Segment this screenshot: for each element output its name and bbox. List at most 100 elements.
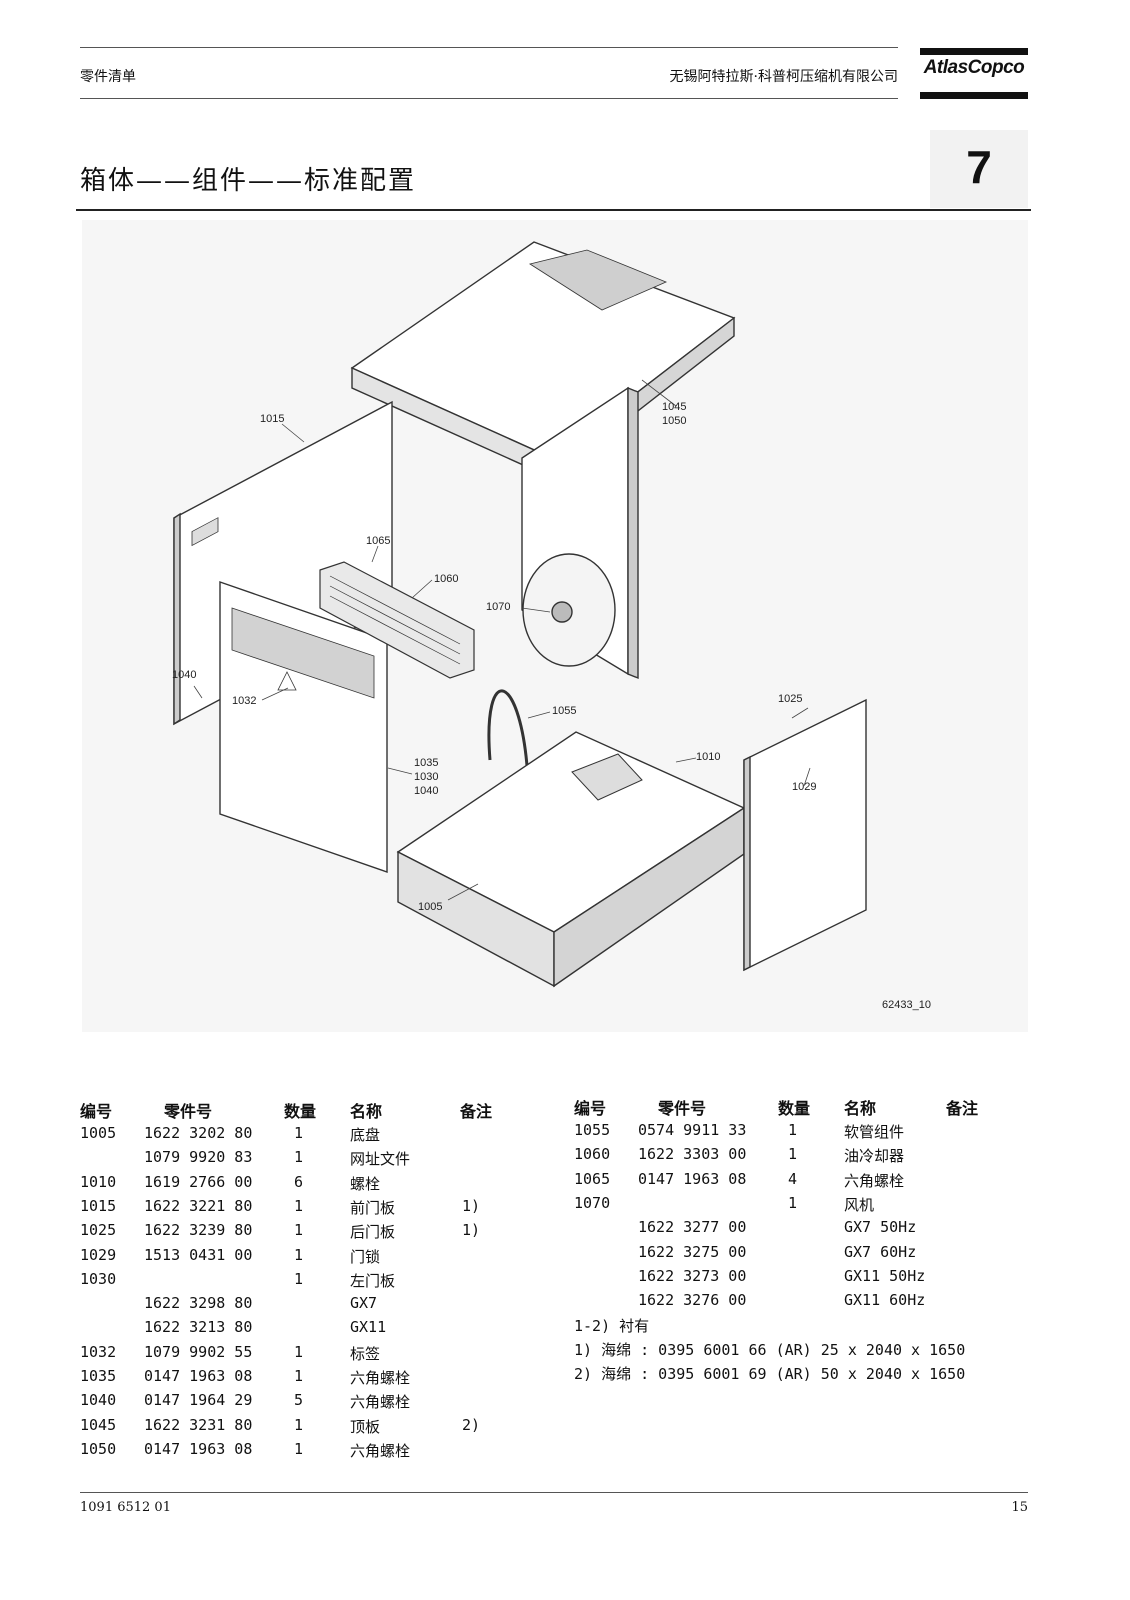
title-rule [76,209,1031,211]
cell-qty: 1 [294,1342,304,1361]
company-name: 无锡阿特拉斯·科普柯压缩机有限公司 [669,69,898,85]
header-qty: 数量 [284,1102,317,1121]
callout-1035: 1035 [414,757,438,769]
cell-part: 1619 2766 00 [144,1172,253,1191]
hose-shape [487,689,530,781]
header-name: 名称 [844,1099,877,1118]
cell-part: 1079 9902 55 [144,1342,253,1361]
cell-part: 1622 3273 00 [638,1266,747,1285]
header-no: 编号 [574,1099,607,1118]
cell-name: 标签 [350,1344,381,1363]
cell-no: 1015 [80,1196,117,1215]
section-number: 7 [966,141,992,193]
cell-part: 0147 1964 29 [144,1391,253,1410]
cell-part: 1622 3239 80 [144,1221,253,1240]
cell-no: 1050 [80,1439,117,1458]
callout-1050: 1050 [662,415,686,427]
cell-name: GX7 50Hz [844,1218,917,1237]
fan-panel-shape [521,386,639,680]
cell-qty: 6 [294,1172,304,1191]
header-top-rule [80,47,898,48]
cell-part: 1622 3221 80 [144,1196,253,1215]
callout-1015: 1015 [260,413,284,425]
cell-name: GX11 50Hz [844,1266,926,1285]
cell-part: 1622 3231 80 [144,1415,253,1434]
oil-cooler-shape [319,561,475,679]
cell-name: 前门板 [350,1198,396,1217]
rear-door-shape [743,698,867,972]
cell-qty: 5 [294,1391,304,1410]
header-bottom-rule [80,98,898,99]
cell-qty: 1 [294,1269,304,1288]
cell-qty: 1 [788,1145,798,1164]
header-no: 编号 [80,1102,113,1121]
callout-1029: 1029 [792,781,816,793]
cell-qty: 1 [788,1193,798,1212]
callout-1055: 1055 [552,705,576,717]
cell-name: 六角螺栓 [350,1441,411,1460]
cell-qty: 1 [294,1367,304,1385]
cell-part: 1622 3275 00 [638,1242,747,1261]
cell-name: 六角螺栓 [350,1369,411,1387]
callout-1030: 1030 [414,771,438,783]
callout-1040: 1040 [172,669,196,681]
cell-no: 1065 [574,1169,611,1188]
callout-1005: 1005 [418,901,442,913]
note-lining: 1-2) 衬有 [574,1317,650,1335]
cell-note: 2) [462,1415,481,1434]
cell-qty: 4 [788,1169,798,1188]
cell-no: 1035 [80,1367,117,1385]
header-qty: 数量 [778,1099,811,1118]
cell-qty: 1 [294,1124,304,1142]
doc-number: 1091 6512 01 [80,1500,171,1515]
cell-no: 1070 [574,1193,611,1212]
header-name: 名称 [350,1102,383,1121]
cell-name: 顶板 [350,1417,381,1436]
cell-name: 后门板 [350,1223,396,1242]
callout-1070: 1070 [486,601,510,613]
cell-no: 1032 [80,1342,117,1361]
header-note: 备注 [460,1102,493,1121]
cell-qty: 1 [294,1439,304,1458]
cell-part: 1622 3202 80 [144,1124,253,1142]
page-number: 15 [1011,1500,1028,1515]
cell-qty: 1 [294,1196,304,1215]
cell-no: 1010 [80,1172,117,1191]
cell-qty: 1 [788,1121,798,1139]
cell-no: 1055 [574,1121,611,1139]
cell-part: 0147 1963 08 [638,1169,747,1188]
cell-part: 1622 3277 00 [638,1218,747,1237]
cell-no: 1060 [574,1145,611,1164]
cell-note: 1) [462,1196,481,1215]
note-sponge-1: 1) 海绵 : 0395 6001 66 (AR) 25 x 2040 x 16… [574,1341,966,1359]
cell-no: 1025 [80,1221,117,1240]
cell-part: 0147 1963 08 [144,1439,253,1458]
cell-no: 1045 [80,1415,117,1434]
cell-name: GX11 60Hz [844,1291,926,1310]
logo-top-bar [920,48,1028,55]
note-sponge-2: 2) 海绵 : 0395 6001 69 (AR) 50 x 2040 x 16… [574,1365,966,1383]
cell-name: 油冷却器 [844,1147,905,1166]
cell-note: 1) [462,1221,481,1240]
cell-name: 风机 [844,1195,875,1214]
exploded-view-diagram: 1015 1045 1050 1065 1060 1070 1040 1032 … [82,220,1028,1032]
cell-no: 1030 [80,1269,117,1288]
callout-1065: 1065 [366,535,390,547]
cell-part: 1513 0431 00 [144,1245,253,1264]
cell-name: 网址文件 [350,1150,411,1169]
cell-no: 1029 [80,1245,117,1264]
leader-lines [193,379,811,901]
callout-1010: 1010 [696,751,720,763]
cell-part: 1622 3213 80 [144,1318,253,1337]
doc-type-label: 零件清单 [80,69,136,85]
cell-qty: 1 [294,1148,304,1167]
left-door-shape [219,581,388,873]
cell-qty: 1 [294,1415,304,1434]
cell-name: 门锁 [350,1247,381,1266]
callout-1025: 1025 [778,693,802,705]
cell-name: GX11 [350,1318,387,1337]
cell-part: 1622 3276 00 [638,1291,747,1310]
logo-wordmark: AtlasCopco [923,57,1025,78]
